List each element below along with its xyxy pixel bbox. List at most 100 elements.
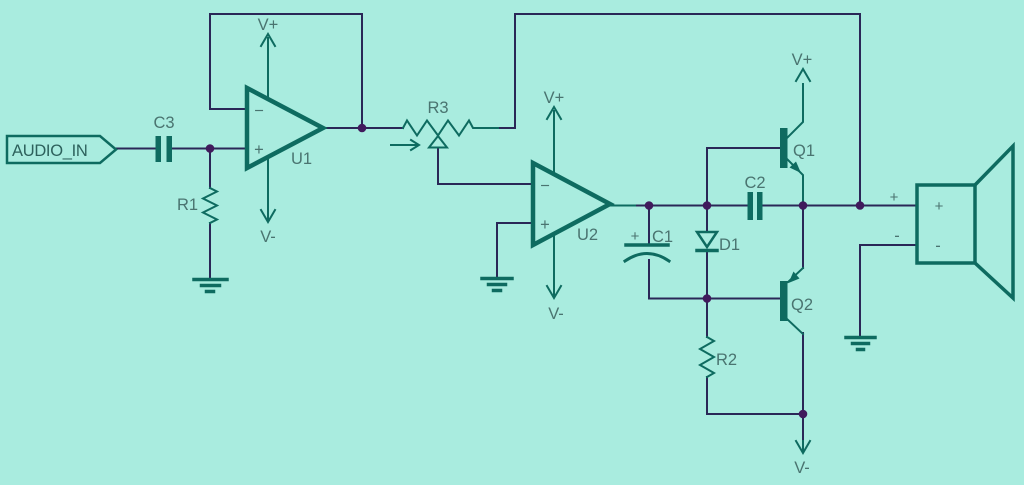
u1-label: U1 bbox=[291, 150, 312, 168]
capacitor-c1: + C1 bbox=[622, 228, 673, 264]
wire-r2-bottom bbox=[706, 376, 804, 415]
speaker-minus-wire-label: - bbox=[894, 227, 900, 245]
junction-dot bbox=[357, 123, 367, 133]
speaker-body bbox=[915, 183, 977, 265]
q2-label: Q2 bbox=[791, 296, 813, 314]
r3-adjust-arrow bbox=[390, 138, 421, 152]
transistor-q1: Q1 bbox=[780, 83, 815, 204]
vplus-arrow-u1: V+ bbox=[258, 16, 279, 101]
speaker: + - + - bbox=[890, 141, 1015, 302]
u1-vplus-label: V+ bbox=[258, 16, 279, 34]
q1-vplus-arrowhead bbox=[794, 67, 812, 83]
wire-u1-feedback bbox=[209, 13, 363, 125]
audio-in-flag-outline bbox=[5, 134, 118, 165]
c2-plate-right bbox=[757, 192, 763, 220]
ground-middle-lines bbox=[480, 276, 514, 293]
c3-label: C3 bbox=[153, 114, 174, 132]
c1-plus-sign: + bbox=[631, 228, 640, 245]
u1-inverting-sign: − bbox=[254, 102, 264, 120]
ground-symbol-right bbox=[844, 335, 877, 352]
c3-plate-left bbox=[155, 136, 161, 162]
ground-right-lines bbox=[844, 335, 877, 352]
q1-emitter bbox=[785, 157, 804, 204]
opamp-u2: − + U2 bbox=[530, 159, 636, 249]
c1-label: C1 bbox=[652, 228, 673, 246]
wires bbox=[115, 13, 918, 442]
vminus-arrow-bottom: V- bbox=[794, 439, 812, 477]
vminus-arrow-u2: V- bbox=[545, 233, 564, 323]
junction-dot bbox=[798, 201, 808, 210]
resistor-r2: R2 bbox=[697, 335, 737, 379]
r1-label: R1 bbox=[177, 196, 198, 214]
junction-dot bbox=[644, 201, 654, 210]
u2-vplus-arrowhead bbox=[545, 105, 563, 121]
bottom-vminus-label: V- bbox=[794, 459, 810, 477]
vminus-arrow-u1: V- bbox=[259, 156, 277, 246]
d1-triangle bbox=[694, 230, 720, 250]
c2-plate-left bbox=[747, 192, 753, 220]
wire-c1-bottom-lead bbox=[648, 259, 708, 300]
u2-vminus-arrowhead bbox=[545, 284, 563, 300]
capacitor-c2: C2 bbox=[744, 174, 766, 220]
bottom-vminus-arrowhead bbox=[794, 439, 812, 455]
junction-dot bbox=[855, 201, 865, 210]
u1-noninverting-sign: + bbox=[254, 141, 264, 159]
u1-vplus-arrowhead bbox=[259, 32, 277, 48]
wire-speaker-minus-to-ground bbox=[859, 244, 918, 337]
wire-wiper-to-u2 bbox=[437, 147, 534, 185]
diode-d1: D1 bbox=[694, 230, 740, 254]
q2-collector bbox=[785, 317, 805, 336]
speaker-plus-wire-label: + bbox=[890, 189, 899, 206]
junction-dot bbox=[798, 409, 808, 419]
wire-q1-base bbox=[706, 147, 781, 207]
r2-label: R2 bbox=[716, 351, 737, 369]
c3-plate-right bbox=[166, 136, 172, 162]
ground-symbol-middle bbox=[480, 276, 514, 293]
audio-in-label: AUDIO_IN bbox=[12, 142, 88, 160]
u2-vminus-label: V- bbox=[548, 305, 564, 323]
q1-base-bar bbox=[780, 128, 788, 168]
u2-triangle bbox=[530, 159, 615, 249]
wire-u2-plus-to-ground bbox=[496, 222, 534, 278]
u2-vplus-label: V+ bbox=[544, 89, 565, 107]
r2-zigzag bbox=[697, 335, 717, 379]
transistor-q2: Q2 bbox=[780, 266, 813, 336]
q1-label: Q1 bbox=[793, 142, 815, 160]
c1-plate-curved bbox=[622, 252, 672, 264]
vplus-arrow-u2: V+ bbox=[544, 89, 565, 175]
d1-label: D1 bbox=[719, 236, 740, 254]
r1-zigzag bbox=[200, 186, 220, 225]
junction-dot bbox=[702, 294, 712, 303]
u2-noninverting-sign: + bbox=[540, 216, 550, 234]
u2-label: U2 bbox=[577, 226, 598, 244]
junction-dot bbox=[702, 201, 712, 210]
ground-symbol-left bbox=[192, 277, 229, 294]
junction-dots bbox=[205, 123, 865, 419]
resistor-r1: R1 bbox=[177, 186, 220, 225]
vplus-arrow-q1: V+ bbox=[792, 51, 813, 83]
speaker-minus-terminal: - bbox=[935, 237, 941, 255]
opamp-u1: − + U1 bbox=[244, 84, 328, 172]
junction-dot bbox=[205, 144, 215, 153]
u1-vminus-arrowhead bbox=[259, 208, 277, 224]
r3-zigzag bbox=[401, 118, 499, 138]
u2-inverting-sign: − bbox=[540, 177, 550, 195]
q1-emitter-arrow bbox=[789, 161, 801, 173]
q1-vplus-label: V+ bbox=[792, 51, 813, 69]
potentiometer-r3: R3 bbox=[390, 99, 499, 152]
r3-wiper-triangle bbox=[426, 134, 450, 149]
c2-label: C2 bbox=[744, 174, 765, 192]
ground-left-lines bbox=[192, 277, 229, 294]
q2-base-bar bbox=[780, 281, 788, 321]
q2-emitter-arrow bbox=[788, 271, 800, 283]
r3-label: R3 bbox=[427, 99, 448, 117]
speaker-plus-terminal: + bbox=[935, 198, 944, 215]
capacitor-c3: C3 bbox=[153, 114, 175, 162]
audio-in-flag: AUDIO_IN bbox=[5, 134, 118, 165]
wire-top-rail bbox=[497, 13, 861, 203]
u1-triangle bbox=[244, 84, 328, 172]
q1-collector bbox=[785, 83, 804, 140]
